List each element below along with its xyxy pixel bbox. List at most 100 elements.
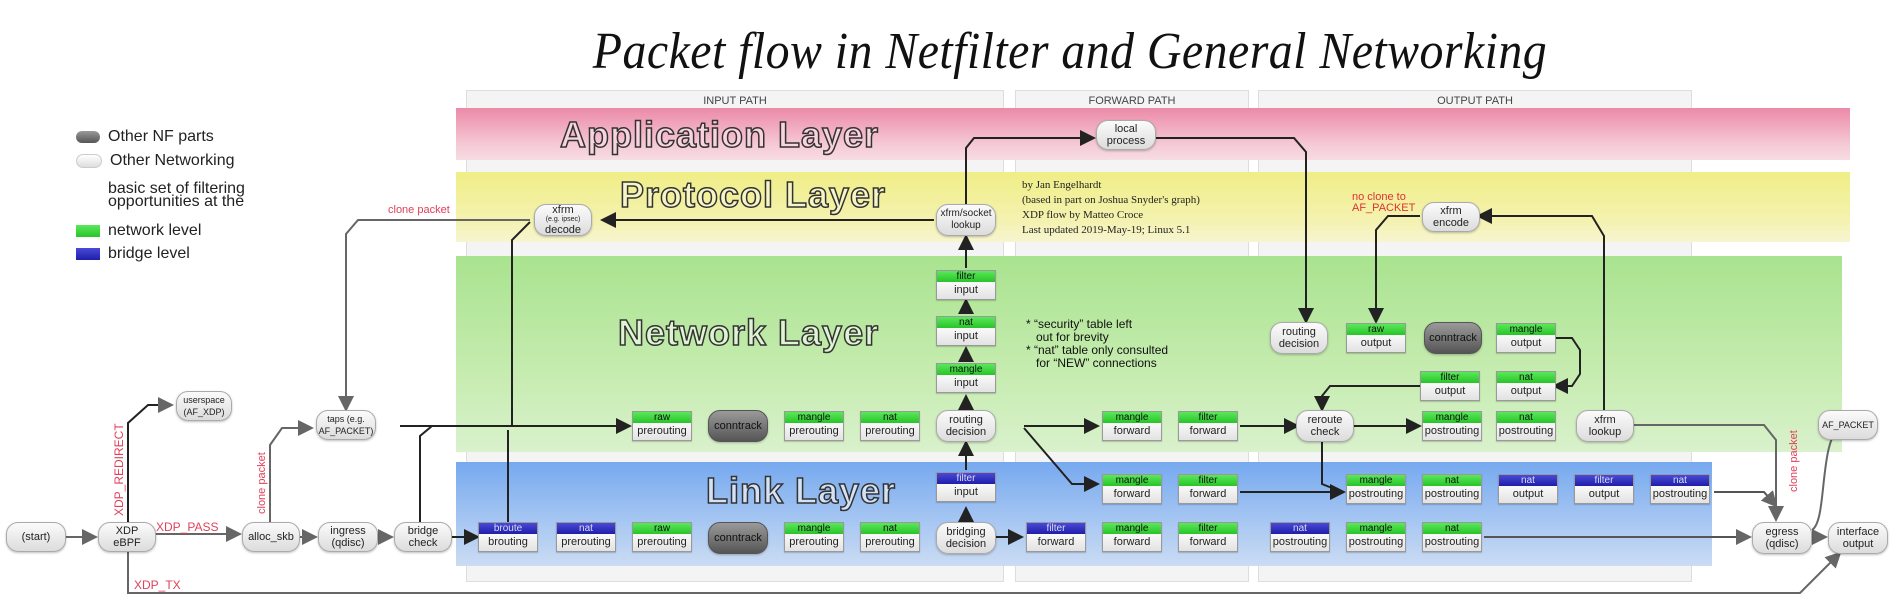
chain-table: mangle — [1423, 412, 1481, 423]
legend-dark-pill-icon — [76, 131, 100, 143]
check-label: check — [408, 537, 438, 549]
chain-hook: prerouting — [557, 534, 615, 551]
chain-hook: output — [1421, 383, 1479, 400]
chain-hook: postrouting — [1347, 486, 1405, 503]
xfrm-decode-node: xfrm(e.g. ipsec)decode — [534, 204, 592, 236]
conntrack-label: conntrack — [714, 420, 762, 432]
chain-table: raw — [1347, 324, 1405, 335]
decision-label: decision — [945, 538, 987, 550]
ingress-qdisc-node: ingress(qdisc) — [318, 522, 378, 552]
diagram-title: Packet flow in Netfilter and General Net… — [592, 23, 1548, 80]
xfrm-label: xfrm — [1440, 205, 1462, 217]
ipsec-label: (e.g. ipsec) — [545, 216, 581, 223]
chain-hook: forward — [1103, 486, 1161, 503]
protocol-layer-title: Protocol Layer — [619, 173, 887, 216]
clone-packet-label: clone packet — [388, 204, 450, 216]
legend-bridge-level: bridge level — [76, 245, 190, 263]
chain-table: mangle — [785, 412, 843, 423]
wire-xdp-tx — [127, 550, 1842, 594]
lookup-label: lookup — [951, 220, 981, 231]
conntrack-label: conntrack — [1429, 332, 1477, 344]
chain-hook: forward — [1027, 534, 1085, 551]
wire-br-post-egress — [1714, 490, 1778, 508]
chain-hook: postrouting — [1423, 486, 1481, 503]
conntrack-output-node: conntrack — [1424, 322, 1482, 354]
credits: by Jan Engelhardt (based in part on Josh… — [1022, 178, 1200, 238]
qdisc-label: (qdisc) — [331, 537, 365, 549]
conntrack-link-node: conntrack — [708, 522, 768, 554]
chain-table: mangle — [1103, 523, 1161, 534]
af-packet-node: AF_PACKET — [1818, 410, 1878, 440]
routing-label: routing — [949, 414, 983, 426]
credits-line: by Jan Engelhardt — [1022, 179, 1102, 191]
application-layer-title: Application Layer — [559, 113, 880, 156]
legend-other-networking: Other Networking — [76, 152, 235, 170]
chain-hook: forward — [1103, 423, 1161, 440]
chain-table: nat — [861, 412, 919, 423]
chain-hook: input — [937, 375, 995, 392]
chain-table: mangle — [785, 523, 843, 534]
notes: * “security” table left out for brevity … — [1026, 318, 1168, 370]
legend-network-level: network level — [76, 222, 201, 240]
ingress-label: ingress — [330, 525, 366, 537]
xdp-label: XDP — [115, 525, 139, 537]
legend-other-nf: Other NF parts — [76, 128, 214, 146]
alloc-skb-node: alloc_skb — [242, 522, 300, 552]
chain-hook: output — [1497, 383, 1555, 400]
wire-routing-linkfwd — [1023, 427, 1100, 492]
chain-table: broute — [479, 523, 537, 534]
egress-label: egress — [1765, 526, 1799, 538]
wire-alloc-taps — [269, 420, 314, 522]
chain-table: mangle — [1103, 412, 1161, 423]
af-packet-taps-label: AF_PACKET) — [318, 426, 374, 436]
chain-hook: input — [937, 328, 995, 345]
af-packet-label: AF_PACKET — [1822, 420, 1874, 430]
chain-hook: output — [1575, 486, 1633, 503]
reroute-label: reroute — [1307, 414, 1343, 426]
wire-encode-raw — [1368, 215, 1420, 324]
forward-path-label: FORWARD PATH — [1088, 95, 1176, 107]
chain-hook: prerouting — [785, 423, 843, 440]
chain-table: nat — [1423, 523, 1481, 534]
chain-hook: prerouting — [785, 534, 843, 551]
link-layer-title: Link Layer — [705, 469, 897, 512]
chain-table: nat — [1271, 523, 1329, 534]
chain-hook: postrouting — [1271, 534, 1329, 551]
chain-hook: output — [1347, 335, 1405, 352]
network-layer-title: Network Layer — [617, 311, 880, 354]
note-line: for “NEW” connections — [1036, 356, 1157, 370]
chain-table: raw — [633, 523, 691, 534]
chain-table: nat — [1423, 475, 1481, 486]
decode-label: decode — [544, 224, 582, 236]
chain-table: mangle — [1347, 475, 1405, 486]
chain-table: filter — [1575, 475, 1633, 486]
chain-hook: forward — [1179, 534, 1237, 551]
wire-socket-local — [965, 130, 1096, 204]
routing-label: routing — [1282, 326, 1316, 338]
chain-table: filter — [1179, 523, 1237, 534]
credits-line: XDP flow by Matteo Croce — [1022, 209, 1144, 221]
chain-table: nat — [1651, 475, 1709, 486]
